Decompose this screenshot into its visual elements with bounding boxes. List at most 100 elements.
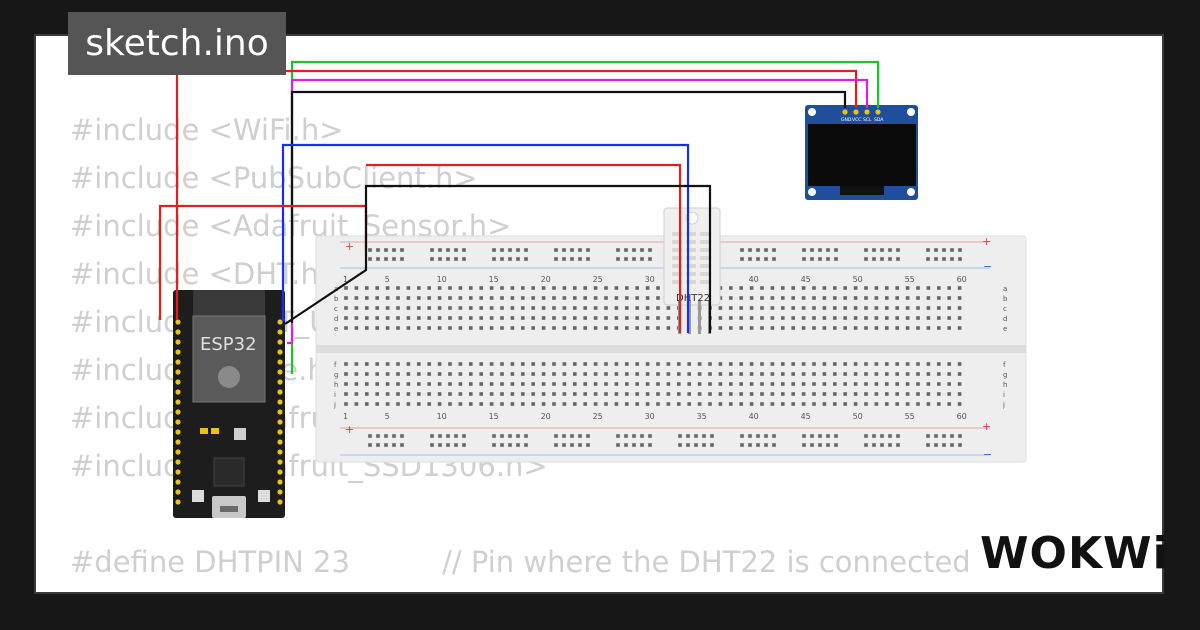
breadboard-hole xyxy=(573,326,577,330)
breadboard-hole xyxy=(344,382,348,386)
breadboard-hole xyxy=(812,382,816,386)
breadboard-hole xyxy=(354,326,359,330)
breadboard-hole xyxy=(656,372,660,376)
esp32-pin xyxy=(277,499,283,505)
en-button[interactable] xyxy=(192,490,204,502)
breadboard-hole xyxy=(593,316,598,320)
breadboard-hole xyxy=(521,306,525,310)
breadboard-hole xyxy=(833,372,837,376)
breadboard-hole xyxy=(739,392,743,396)
rail-hole xyxy=(446,248,450,252)
breadboard-hole xyxy=(510,306,515,310)
rail-hole xyxy=(896,257,900,261)
rail-hole xyxy=(400,257,404,261)
breadboard-hole xyxy=(604,316,608,320)
breadboard-hole xyxy=(760,392,764,396)
breadboard-hole xyxy=(947,372,951,376)
breadboard-hole xyxy=(822,372,827,376)
breadboard-hole xyxy=(614,326,619,330)
rail-hole xyxy=(772,434,776,438)
rail-hole xyxy=(570,257,574,261)
breadboard-hole xyxy=(833,362,837,366)
breadboard-hole xyxy=(937,286,941,290)
breadboard-hole xyxy=(406,296,411,300)
rail-hole xyxy=(376,443,380,447)
rail-hole xyxy=(748,434,752,438)
dht22-vent xyxy=(700,264,710,268)
rail-hole xyxy=(702,434,706,438)
breadboard-hole xyxy=(500,362,504,366)
breadboard-hole xyxy=(437,372,442,376)
breadboard-hole xyxy=(895,286,899,290)
breadboard-hole xyxy=(957,306,962,310)
breadboard-hole xyxy=(521,402,525,406)
breadboard-row-letter: i xyxy=(334,391,336,399)
breadboard-hole xyxy=(385,392,390,396)
breadboard-hole xyxy=(635,316,639,320)
breadboard-hole xyxy=(801,402,806,406)
breadboard-hole xyxy=(541,402,546,406)
breadboard-hole xyxy=(458,402,463,406)
breadboard-hole xyxy=(864,402,868,406)
breadboard-row-letter: d xyxy=(334,315,338,323)
breadboard-hole xyxy=(895,382,899,386)
breadboard-hole xyxy=(749,316,754,320)
breadboard-hole xyxy=(562,306,567,310)
rail-plus-top-right: + xyxy=(982,235,991,248)
breadboard-hole xyxy=(926,286,931,290)
breadboard-hole xyxy=(417,392,421,396)
breadboard-hole xyxy=(458,326,463,330)
breadboard-hole xyxy=(853,392,858,396)
breadboard-hole xyxy=(677,362,681,366)
breadboard-hole xyxy=(469,362,473,366)
breadboard-hole xyxy=(739,306,743,310)
breadboard-hole xyxy=(417,286,421,290)
breadboard-hole xyxy=(614,362,619,366)
breadboard-column-number: 45 xyxy=(801,275,811,284)
rail-hole xyxy=(702,443,706,447)
breadboard-hole xyxy=(729,316,733,320)
breadboard-hole xyxy=(687,402,691,406)
wire-black-dht-gnd xyxy=(284,184,712,333)
dht22-vent xyxy=(700,256,710,260)
rail-hole xyxy=(686,434,690,438)
breadboard-hole xyxy=(666,316,671,320)
breadboard-hole xyxy=(937,362,941,366)
breadboard-hole xyxy=(427,402,431,406)
breadboard-hole xyxy=(604,382,608,386)
dht22-vent xyxy=(700,272,710,276)
rail-hole xyxy=(640,434,644,438)
breadboard-hole xyxy=(396,306,400,310)
breadboard-hole xyxy=(365,286,369,290)
breadboard-hole xyxy=(562,316,567,320)
breadboard-hole xyxy=(833,316,837,320)
rail-hole xyxy=(632,434,636,438)
rail-hole xyxy=(392,434,396,438)
breadboard-column-number: 10 xyxy=(437,412,447,421)
breadboard-hole xyxy=(687,372,691,376)
breadboard-hole xyxy=(417,326,421,330)
boot-button[interactable] xyxy=(258,490,270,502)
breadboard-hole xyxy=(708,392,712,396)
esp32-pin xyxy=(277,329,283,335)
breadboard-hole xyxy=(645,286,650,290)
breadboard-row-letter: f xyxy=(1003,361,1006,369)
breadboard-hole xyxy=(469,402,473,406)
breadboard-hole xyxy=(427,372,431,376)
breadboard-hole xyxy=(385,402,390,406)
esp32-board[interactable]: ESP32 xyxy=(173,290,285,518)
breadboard-hole xyxy=(562,382,567,386)
breadboard-hole xyxy=(625,296,629,300)
breadboard-hole xyxy=(781,316,785,320)
breadboard-hole xyxy=(396,316,400,320)
breadboard-hole xyxy=(770,392,775,396)
esp32-pin xyxy=(277,469,283,475)
rail-minus-top-right: − xyxy=(983,260,992,273)
breadboard-hole xyxy=(812,402,816,406)
breadboard-hole xyxy=(500,382,504,386)
esp32-pin xyxy=(277,489,283,495)
esp32-pin xyxy=(175,479,181,485)
breadboard-hole xyxy=(521,296,525,300)
breadboard-hole xyxy=(479,402,483,406)
